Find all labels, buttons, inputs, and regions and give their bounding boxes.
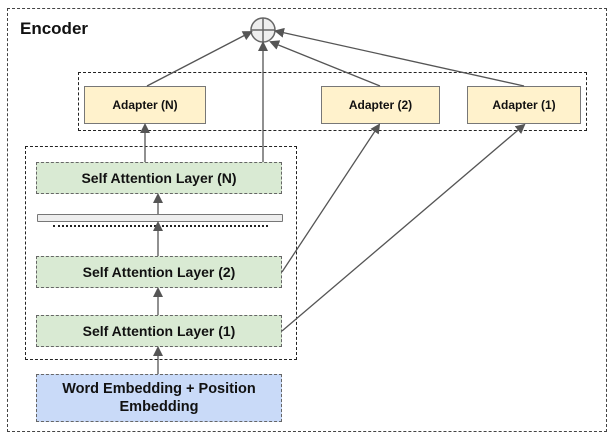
arrow-layer-1-to-adapter-1 — [281, 123, 526, 332]
arrow-adapter-2-to-sum — [269, 40, 381, 87]
adapter-group — [78, 72, 587, 131]
adapter-1: Adapter (1) — [467, 86, 581, 124]
adapter-2: Adapter (2) — [321, 86, 440, 124]
sum-icon — [250, 17, 276, 43]
self-attention-layer-1: Self Attention Layer (1) — [36, 315, 282, 347]
self-attention-layer-2: Self Attention Layer (2) — [36, 256, 282, 288]
encoder-title: Encoder — [20, 19, 89, 38]
word-position-embedding: Word Embedding + Position Embedding — [36, 374, 282, 422]
self-attention-layer-n: Self Attention Layer (N) — [36, 162, 282, 194]
attention-layer-group — [25, 146, 297, 360]
adapter-n: Adapter (N) — [84, 86, 206, 124]
arrow-adapter-n-to-sum — [146, 31, 253, 87]
arrow-layer-2-to-adapter-2 — [281, 123, 381, 273]
arrow-adapter-1-to-sum — [274, 27, 525, 87]
encoder-frame — [7, 8, 607, 432]
